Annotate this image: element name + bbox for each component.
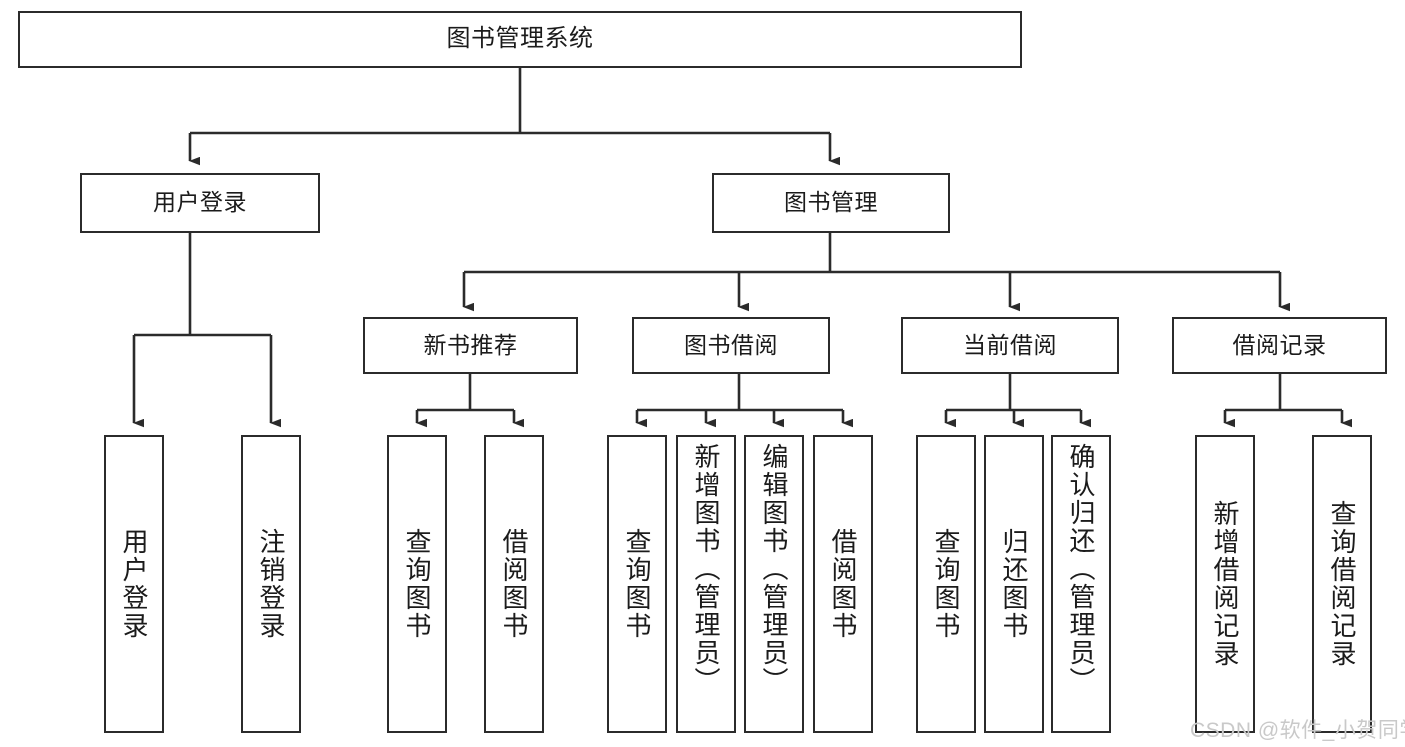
leaf-new-book-query-book[interactable]: 查询图书 (387, 435, 447, 733)
node-label: 借阅图书 (828, 528, 858, 640)
node-label: 新增借阅记录 (1210, 500, 1240, 668)
node-label: 图书管理系统 (446, 25, 594, 53)
node-label: 注销登录 (256, 528, 286, 640)
node-label: 用户登录 (119, 528, 149, 640)
node-label: 查询图书 (931, 528, 961, 640)
node-label: 查询图书 (402, 528, 432, 640)
leaf-book-borrow-borrow-book[interactable]: 借阅图书 (813, 435, 873, 733)
node-label: 新书推荐 (423, 331, 518, 358)
node-root-book-management-system[interactable]: 图书管理系统 (18, 11, 1022, 68)
leaf-borrow-record-query-record[interactable]: 查询借阅记录 (1312, 435, 1372, 733)
node-label: 借阅图书 (499, 528, 529, 640)
leaf-user-login-logout[interactable]: 注销登录 (241, 435, 301, 733)
node-label: 当前借阅 (963, 331, 1057, 358)
node-label: 编辑图书（管理员） (759, 443, 789, 695)
leaf-current-borrow-query-book[interactable]: 查询图书 (916, 435, 976, 733)
node-borrow-record[interactable]: 借阅记录 (1172, 317, 1387, 374)
csdn-watermark: CSDN @软件_小贺同学 (1190, 719, 1405, 742)
leaf-book-borrow-edit-book-admin[interactable]: 编辑图书（管理员） (744, 435, 804, 733)
node-label: 确认归还（管理员） (1066, 443, 1096, 695)
leaf-borrow-record-add-record[interactable]: 新增借阅记录 (1195, 435, 1255, 733)
node-label: 图书借阅 (684, 331, 778, 358)
leaf-book-borrow-query-book[interactable]: 查询图书 (607, 435, 667, 733)
leaf-book-borrow-add-book-admin[interactable]: 新增图书（管理员） (676, 435, 736, 733)
node-label: 借阅记录 (1232, 331, 1327, 358)
leaf-user-login-login[interactable]: 用户登录 (104, 435, 164, 733)
node-label: 图书管理 (784, 189, 878, 216)
leaf-current-borrow-return-book[interactable]: 归还图书 (984, 435, 1044, 733)
node-label: 归还图书 (999, 528, 1029, 640)
node-label: 新增图书（管理员） (691, 443, 721, 695)
node-user-login[interactable]: 用户登录 (80, 173, 320, 233)
node-book-borrow[interactable]: 图书借阅 (632, 317, 830, 374)
leaf-current-borrow-confirm-return-admin[interactable]: 确认归还（管理员） (1051, 435, 1111, 733)
node-label: 查询图书 (622, 528, 652, 640)
node-current-borrow[interactable]: 当前借阅 (901, 317, 1119, 374)
leaf-new-book-borrow-book[interactable]: 借阅图书 (484, 435, 544, 733)
node-label: 查询借阅记录 (1327, 500, 1357, 668)
node-label: 用户登录 (153, 189, 247, 216)
node-new-book-recommend[interactable]: 新书推荐 (363, 317, 578, 374)
node-book-management[interactable]: 图书管理 (712, 173, 950, 233)
